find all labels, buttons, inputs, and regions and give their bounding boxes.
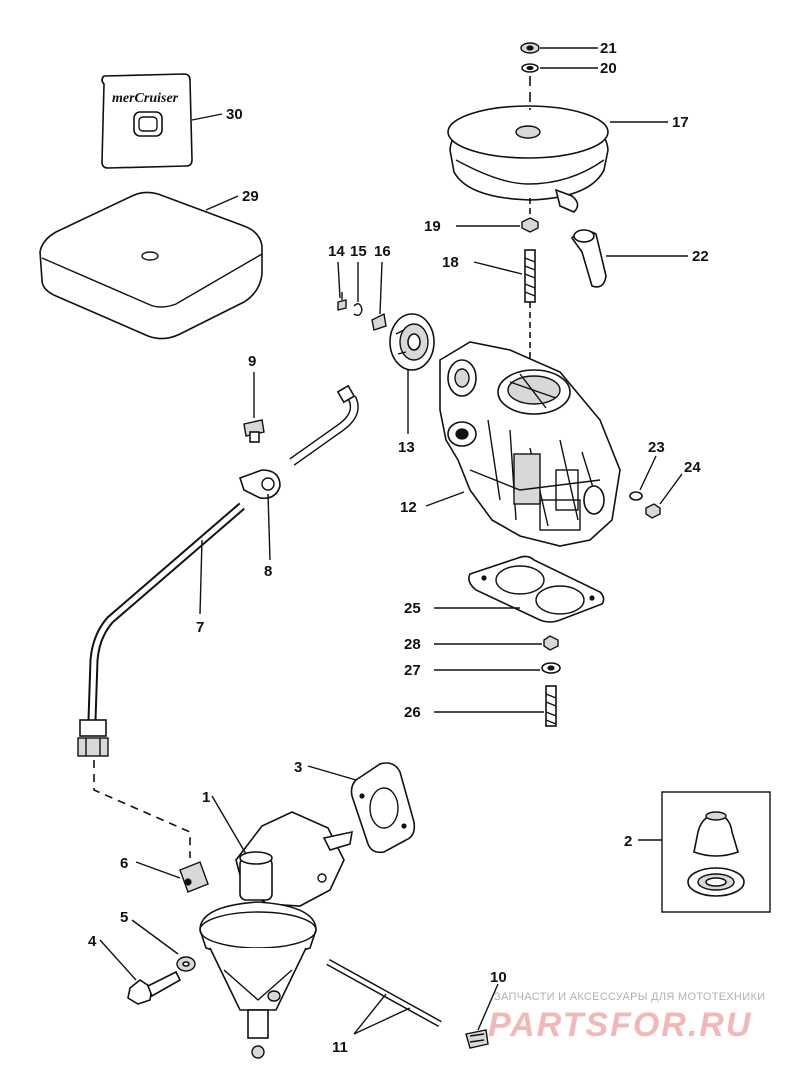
wing-nut-part-21	[520, 42, 540, 54]
callout-18: 18	[442, 254, 459, 271]
bolt-part-4	[127, 970, 182, 1005]
callout-16: 16	[374, 243, 391, 260]
callout-23: 23	[648, 439, 665, 456]
rod-part-11	[326, 958, 442, 1028]
callout-3: 3	[294, 759, 302, 776]
nut-part-28	[543, 635, 559, 651]
fuel-line-part-7	[77, 502, 245, 757]
callout-21: 21	[600, 40, 617, 57]
stud-part-26	[545, 685, 557, 727]
callout-26: 26	[404, 704, 421, 721]
callout-22: 22	[692, 248, 709, 265]
callout-14: 14	[328, 243, 345, 260]
callout-13: 13	[398, 439, 415, 456]
washer-part-20	[521, 63, 539, 73]
callout-7: 7	[196, 619, 204, 636]
callout-9: 9	[248, 353, 256, 370]
vent-hose-part-22	[570, 229, 607, 288]
callout-10: 10	[490, 969, 507, 986]
bracket-part-16	[371, 312, 387, 331]
fitting-part-6	[179, 861, 209, 893]
fuel-pump-part-1	[199, 811, 353, 1059]
callout-28: 28	[404, 636, 421, 653]
carburetor-part-12	[439, 341, 621, 547]
callout-11: 11	[332, 1039, 348, 1056]
gasket-part-25	[468, 555, 605, 623]
fuel-line-upper	[289, 384, 359, 466]
fitting-part-10	[465, 1029, 489, 1049]
callout-12: 12	[400, 499, 417, 516]
callout-4: 4	[88, 933, 97, 950]
nut-part-24	[645, 503, 661, 519]
clip-part-15	[353, 303, 363, 317]
pump-gasket-part-3	[350, 762, 416, 854]
choke-cover-part-13	[389, 313, 435, 371]
mercruiser-logo: merCruiser	[112, 91, 179, 106]
watermark: ЗАПЧАСТИ И АКСЕССУАРЫ ДЛЯ МОТОТЕХНИКИ PA…	[488, 991, 765, 1044]
kit-inset-part-2	[661, 791, 771, 913]
washer-part-27	[541, 662, 561, 674]
callout-1: 1	[202, 789, 210, 806]
callout-24: 24	[684, 459, 701, 476]
callout-5: 5	[120, 909, 128, 926]
decal-part-30: merCruiser	[101, 73, 193, 169]
callout-15: 15	[350, 243, 367, 260]
screw-part-14	[337, 292, 347, 311]
callout-2: 2	[624, 833, 632, 850]
clamp-part-8	[238, 469, 281, 500]
callout-labels: 21 20 17 30 29 19 18 22 14 15 16 13 12 2…	[88, 40, 709, 1056]
callout-25: 25	[404, 600, 421, 617]
bolt-part-9	[243, 419, 265, 443]
washer-part-23	[629, 491, 643, 501]
watermark-tagline: ЗАПЧАСТИ И АКСЕССУАРЫ ДЛЯ МОТОТЕХНИКИ	[494, 991, 765, 1003]
lock-washer-part-5	[176, 956, 196, 972]
callout-27: 27	[404, 662, 421, 679]
nut-part-19	[521, 217, 539, 233]
stud-part-18	[524, 249, 536, 303]
callout-19: 19	[424, 218, 441, 235]
leader-lines	[99, 47, 688, 1035]
callout-6: 6	[120, 855, 128, 872]
air-cleaner-part-17	[447, 105, 609, 213]
callout-20: 20	[600, 60, 617, 77]
flame-arrestor-cover-part-29	[39, 191, 263, 340]
callout-8: 8	[264, 563, 272, 580]
callout-17: 17	[672, 114, 689, 131]
watermark-site: PARTSFOR.RU	[488, 1006, 752, 1044]
callout-29: 29	[242, 188, 259, 205]
callout-30: 30	[226, 106, 243, 123]
